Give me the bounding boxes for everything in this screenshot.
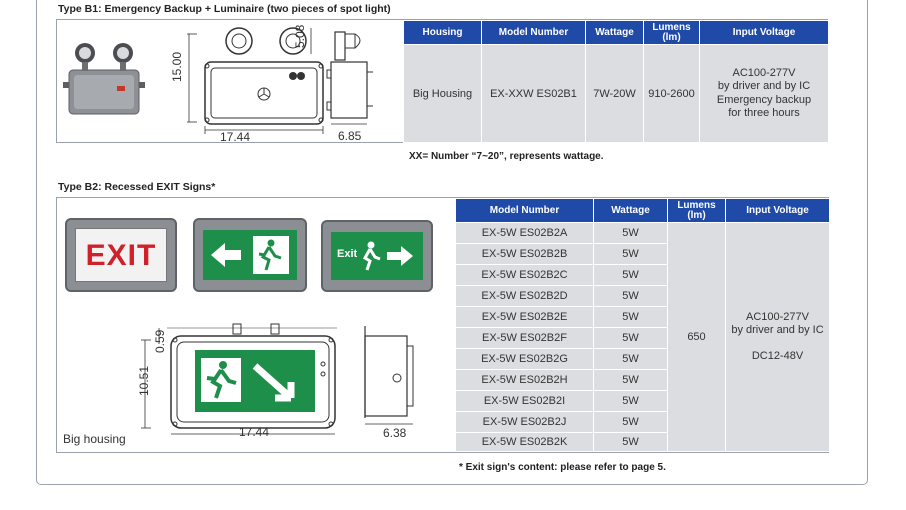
b1-spec-table: Housing Model Number Wattage Lumens (lm)… — [403, 20, 829, 143]
b1-dim-height: 15.00 — [170, 51, 184, 82]
b1-voltage-line: for three hours — [728, 106, 800, 119]
b2-table-header: Model Number Wattage Lumens (lm) Input V… — [455, 198, 830, 223]
b1-front-drawing — [187, 27, 324, 134]
b2-model-cell: EX-5W ES02B2F — [455, 327, 594, 349]
running-man-arrow-icon — [362, 241, 413, 271]
b2-dim-height: 10.51 — [137, 365, 151, 396]
b1-header-voltage: Input Voltage — [699, 20, 829, 45]
b1-product-photo — [63, 43, 145, 115]
b2-model-cell: EX-5W ES02B2J — [455, 411, 594, 433]
b1-cell-lumens: 910-2600 — [643, 44, 700, 143]
b2-spec-table: Model Number Wattage Lumens (lm) Input V… — [455, 198, 830, 452]
b1-cell-model: EX-XXW ES02B1 — [481, 44, 586, 143]
b2-model-cell: EX-5W ES02B2K — [455, 432, 594, 452]
b2-exit-text: EXIT — [75, 228, 167, 282]
b1-voltage-line: by driver and by IC — [717, 80, 811, 93]
b1-box: 15.00 5.08 17.44 6.85 Housing Model Numb… — [56, 19, 829, 144]
b2-voltage-line: by driver and by IC — [731, 324, 824, 337]
b2-header-lumens: Lumens (lm) — [667, 198, 726, 223]
b1-voltage-line: Emergency backup — [716, 93, 812, 106]
b2-model-cell: EX-5W ES02B2B — [455, 243, 594, 265]
arrow-down-right-icon — [252, 363, 295, 402]
b2-model-cell: EX-5W ES02B2I — [455, 390, 594, 412]
running-man-icon — [267, 239, 275, 247]
b2-model-cell: EX-5W ES02B2G — [455, 348, 594, 370]
b2-green-sign-left — [203, 230, 297, 280]
b2-model-cell: EX-5W ES02B2D — [455, 285, 594, 307]
b2-model-cell: EX-5W ES02B2C — [455, 264, 594, 286]
page-frame — [36, 0, 868, 485]
b2-dim-top: 0.59 — [153, 329, 167, 353]
b2-dim-depth: 6.38 — [383, 426, 407, 440]
b2-front-drawing — [141, 323, 337, 435]
b2-voltage-cell: AC100-277V by driver and by IC DC12-48V — [725, 222, 830, 452]
b1-title: Type B1: Emergency Backup + Luminaire (t… — [58, 3, 391, 15]
table-row: EX-5W ES02B2A 5W 650 AC100-277V by drive… — [455, 222, 830, 452]
b1-header-lumens-label: Lumens — [652, 21, 691, 33]
b2-wattage-cell: 5W — [593, 222, 668, 244]
b2-wattage-cell: 5W — [593, 306, 668, 328]
b2-photo-green-right: Exit — [321, 220, 433, 292]
b1-voltage-line: AC100-277V — [732, 67, 796, 80]
b2-model-cell: EX-5W ES02B2H — [455, 369, 594, 391]
b2-header-voltage: Input Voltage — [725, 198, 830, 223]
b1-cell-housing: Big Housing — [403, 44, 482, 143]
b2-lumens-cell: 650 — [667, 222, 726, 452]
b2-model-cell: EX-5W ES02B2E — [455, 306, 594, 328]
b2-wattage-cell: 5W — [593, 243, 668, 265]
b1-header-model: Model Number — [481, 20, 586, 45]
running-man-icon — [219, 361, 227, 369]
b2-green-sign-right: Exit — [331, 232, 423, 280]
b2-photo-exit-red: EXIT — [65, 218, 177, 292]
b2-footnote: * Exit sign's content: please refer to p… — [459, 462, 666, 473]
b2-wattage-cell: 5W — [593, 369, 668, 391]
b2-wattage-cell: 5W — [593, 285, 668, 307]
b2-header-model: Model Number — [455, 198, 594, 223]
b2-wattage-cell: 5W — [593, 432, 668, 452]
b2-header-lumens-label: Lumens — [677, 199, 716, 211]
arrow-left-icon — [211, 243, 241, 267]
b2-voltage-line: AC100-277V — [746, 311, 809, 324]
b2-wattage-cell: 5W — [593, 411, 668, 433]
b2-photo-green-left — [193, 218, 307, 292]
b1-cell-wattage: 7W-20W — [585, 44, 644, 143]
b1-cell-voltage: AC100-277V by driver and by IC Emergency… — [699, 44, 829, 143]
b2-dim-width: 17.44 — [239, 425, 270, 439]
b1-side-drawing — [326, 31, 373, 125]
b2-box: EXIT Exit — [56, 197, 830, 453]
b2-wattage-cell: 5W — [593, 327, 668, 349]
b1-table-header: Housing Model Number Wattage Lumens (lm)… — [403, 20, 829, 45]
b1-dim-width: 17.44 — [220, 130, 251, 144]
b1-dim-lamp: 5.08 — [293, 24, 307, 48]
b1-header-lumens-unit: (lm) — [662, 31, 681, 43]
b2-wattage-cell: 5W — [593, 264, 668, 286]
b2-voltage-line: DC12-48V — [751, 349, 804, 362]
b2-model-cell: EX-5W ES02B2A — [455, 222, 594, 244]
b2-side-drawing — [364, 326, 414, 425]
b1-footnote: XX= Number “7~20”, represents wattage. — [409, 151, 604, 162]
b1-dim-depth: 6.85 — [338, 129, 362, 143]
b1-table-row: Big Housing EX-XXW ES02B1 7W-20W 910-260… — [403, 44, 829, 143]
b2-title: Type B2: Recessed EXIT Signs* — [58, 181, 216, 193]
b1-header-lumens: Lumens (lm) — [643, 20, 700, 45]
b1-header-housing: Housing — [403, 20, 482, 45]
b2-wattage-cell: 5W — [593, 348, 668, 370]
b2-header-lumens-unit: (lm) — [687, 209, 706, 221]
b1-header-wattage: Wattage — [585, 20, 644, 45]
b2-exit-small-text: Exit — [337, 248, 358, 260]
b2-housing-label: Big housing — [63, 432, 126, 446]
b2-wattage-cell: 5W — [593, 390, 668, 412]
b2-header-wattage: Wattage — [593, 198, 668, 223]
